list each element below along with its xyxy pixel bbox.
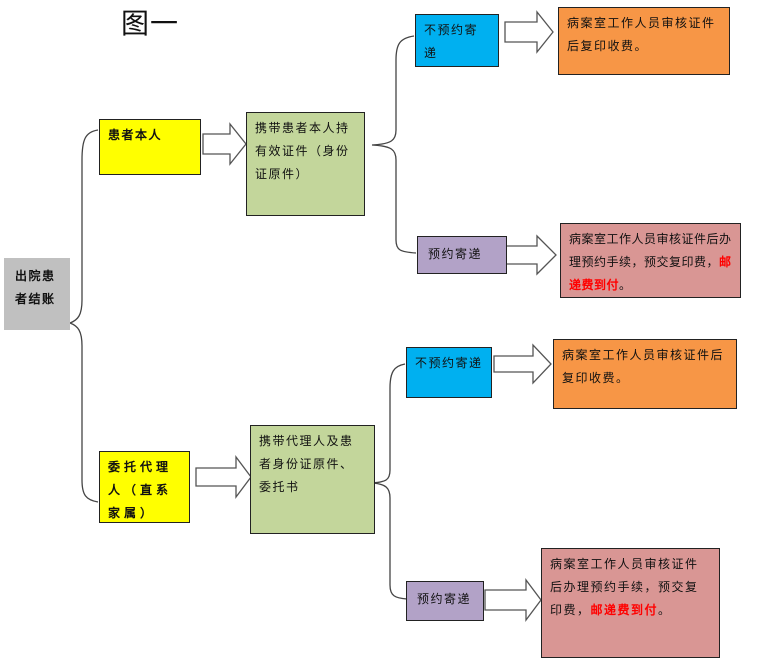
- result-highlight: 邮递费到付: [590, 603, 659, 617]
- brace-root: [68, 129, 99, 503]
- arrow-icon: [504, 10, 554, 54]
- arrow-icon: [202, 122, 247, 166]
- option-reservation-2: 预约寄递: [406, 581, 484, 621]
- result-reservation-1: 病案室工作人员审核证件后办理预约手续，预交复印费，邮递费到付。: [560, 223, 741, 298]
- arrow-icon: [195, 455, 252, 499]
- option-reservation-1: 预约寄递: [417, 236, 507, 274]
- arrow-icon: [484, 578, 542, 622]
- result-no-reservation-2: 病案室工作人员审核证件后复印收费。: [553, 339, 737, 409]
- result-text: 病案室工作人员审核证件后办理预约手续，预交复印费，: [550, 557, 699, 617]
- arrow-icon: [493, 343, 552, 385]
- diagram-title: 图一: [121, 7, 180, 40]
- result-reservation-2: 病案室工作人员审核证件后办理预约手续，预交复印费，邮递费到付。: [541, 548, 720, 658]
- option-no-reservation-1: 不预约寄递: [415, 14, 499, 67]
- result-no-reservation-1: 病案室工作人员审核证件后复印收费。: [558, 7, 730, 75]
- option-no-reservation-2: 不预约寄递: [406, 347, 492, 398]
- who-node-patient: 患者本人: [99, 119, 201, 175]
- result-suffix: 。: [658, 603, 672, 617]
- requirement-node-agent: 携带代理人及患者身份证原件、委托书: [250, 425, 375, 534]
- who-node-agent: 委托代理人（直系家属）: [99, 451, 190, 523]
- result-text: 病案室工作人员审核证件后办理预约手续，预交复印费，: [569, 232, 732, 269]
- arrow-icon: [504, 234, 557, 276]
- brace-branch-1: [371, 35, 417, 254]
- requirement-node-patient: 携带患者本人持有效证件（身份证原件）: [246, 112, 365, 216]
- result-suffix: 。: [619, 278, 632, 292]
- brace-branch-2: [371, 363, 408, 600]
- root-node: 出院患者结账: [4, 258, 70, 330]
- result-highlight: 邮递费到付: [569, 255, 732, 292]
